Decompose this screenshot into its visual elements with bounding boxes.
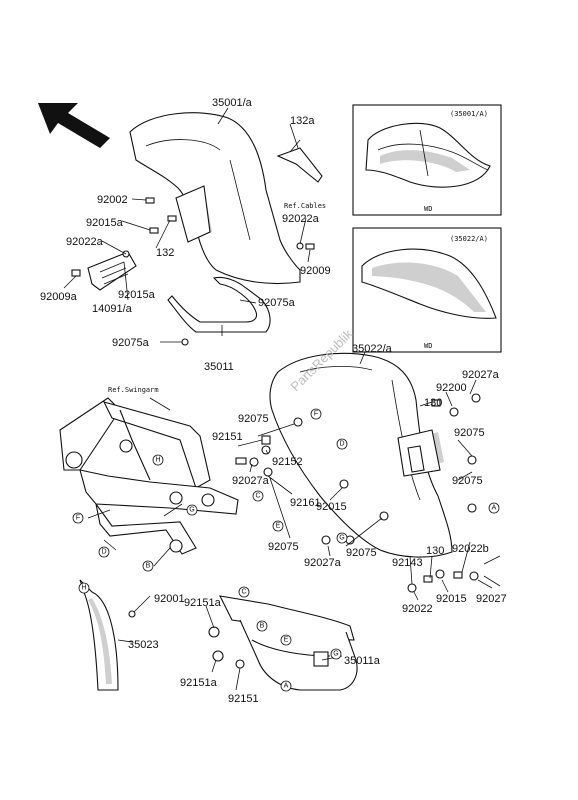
marker-E2: E — [280, 634, 292, 646]
marker-F2: F — [72, 512, 84, 524]
marker-G3: G — [330, 648, 342, 660]
svg-text:A: A — [492, 505, 497, 512]
label-92027a-1: 92027a — [462, 369, 500, 381]
label-35011a: 35011a — [344, 655, 381, 667]
inset-35022A — [352, 227, 502, 353]
inset2-tag: WD — [424, 342, 432, 350]
label-92009: 92009 — [300, 265, 331, 277]
label-92022a-1: 92022a — [66, 236, 104, 248]
label-92161: 92161 — [290, 497, 321, 509]
label-92075-5: 92075 — [346, 547, 377, 559]
label-92075a-2: 92075a — [112, 337, 150, 349]
rear-fender — [269, 352, 453, 558]
svg-text:G: G — [189, 507, 194, 514]
mud-guard — [79, 579, 136, 691]
marker-G1: G — [336, 532, 348, 544]
label-92009a: 92009a — [40, 291, 78, 303]
svg-text:C: C — [255, 493, 260, 500]
svg-text:G: G — [339, 535, 344, 542]
swingarm-frame — [59, 397, 239, 555]
marker-H1: H — [152, 454, 164, 466]
label-92022: 92022 — [402, 603, 433, 615]
label-92075a-1: 92075a — [258, 297, 296, 309]
label-130-1: 130 — [424, 397, 442, 409]
marker-C1: C — [252, 490, 264, 502]
label-92001: 92001 — [154, 593, 185, 605]
svg-text:G: G — [333, 651, 338, 658]
svg-text:E: E — [284, 637, 289, 644]
front-fender-stay — [167, 276, 271, 333]
label-132a: 132a — [290, 115, 315, 127]
marker-B1: B — [142, 560, 154, 572]
svg-text:H: H — [81, 585, 86, 592]
inset2-code: (35022/A) — [450, 235, 488, 243]
svg-text:D: D — [339, 441, 344, 448]
label-92075-2: 92075 — [238, 413, 269, 425]
marker-E1: E — [272, 520, 284, 532]
front-fender — [129, 112, 301, 284]
marker-C2: C — [238, 586, 250, 598]
label-92015-2: 92015 — [436, 593, 467, 605]
label-92015a-2: 92015a — [118, 289, 156, 301]
label-92200: 92200 — [436, 382, 467, 394]
marker-B2: B — [256, 620, 268, 632]
label-ref-cables: Ref.Cables — [284, 202, 326, 210]
svg-text:D: D — [101, 549, 106, 556]
label-35011: 35011 — [204, 361, 234, 373]
label-92151-2: 92151 — [228, 693, 259, 705]
inset1-code: (35001/A) — [450, 110, 488, 118]
label-92075-4: 92075 — [268, 541, 299, 553]
svg-text:C: C — [241, 589, 246, 596]
label-92152: 92152 — [272, 456, 303, 468]
leader-lines — [63, 107, 501, 691]
svg-text:E: E — [276, 523, 281, 530]
label-ref-swingarm: Ref.Swingarm — [108, 386, 159, 394]
label-92015-1: 92015 — [316, 501, 347, 513]
label-92015a-1: 92015a — [86, 217, 124, 229]
svg-text:B: B — [260, 623, 265, 630]
label-130-2: 130 — [426, 545, 444, 557]
label-92075-3: 92075 — [452, 475, 483, 487]
cable-clamp — [276, 139, 323, 183]
svg-text:H: H — [155, 457, 160, 464]
label-92027a-2: 92027a — [232, 475, 270, 487]
ref-markers: F D C E G A H G F D B H C B E G A — [72, 408, 500, 692]
svg-text:B: B — [146, 563, 151, 570]
label-92027: 92027 — [476, 593, 507, 605]
label-92151a-2: 92151a — [180, 677, 218, 689]
label-92022a-2: 92022a — [282, 213, 320, 225]
label-92075-1: 92075 — [454, 427, 485, 439]
bracket-cover — [87, 251, 137, 291]
inset-35001A — [352, 104, 502, 216]
svg-text:F: F — [314, 411, 318, 418]
direction-arrow-icon — [38, 103, 110, 148]
marker-F1: F — [310, 408, 322, 420]
marker-D1: D — [336, 438, 348, 450]
label-92151-1: 92151 — [212, 431, 243, 443]
label-92022b: 92022b — [452, 543, 489, 555]
label-92151a-1: 92151a — [184, 597, 222, 609]
label-92027a-3: 92027a — [304, 557, 342, 569]
label-35001a: 35001/a — [212, 97, 253, 109]
marker-H2: H — [78, 582, 90, 594]
marker-D2: D — [98, 546, 110, 558]
marker-G2: G — [186, 504, 198, 516]
marker-A2: A — [280, 680, 292, 692]
inset1-tag: WD — [424, 205, 432, 213]
label-92143: 92143 — [392, 557, 423, 569]
svg-text:A: A — [284, 683, 289, 690]
label-35023: 35023 — [128, 639, 159, 651]
marker-A1: A — [488, 502, 500, 514]
label-92002: 92002 — [97, 194, 128, 206]
label-132: 132 — [156, 247, 174, 259]
label-14091a: 14091/a — [92, 303, 133, 315]
rear-fender-stay — [208, 595, 358, 691]
label-35022a: 35022/a — [352, 343, 393, 355]
part-labels: 35001/a 132a 92002 92015a Ref.Cables 920… — [40, 97, 507, 705]
svg-text:F: F — [76, 515, 80, 522]
